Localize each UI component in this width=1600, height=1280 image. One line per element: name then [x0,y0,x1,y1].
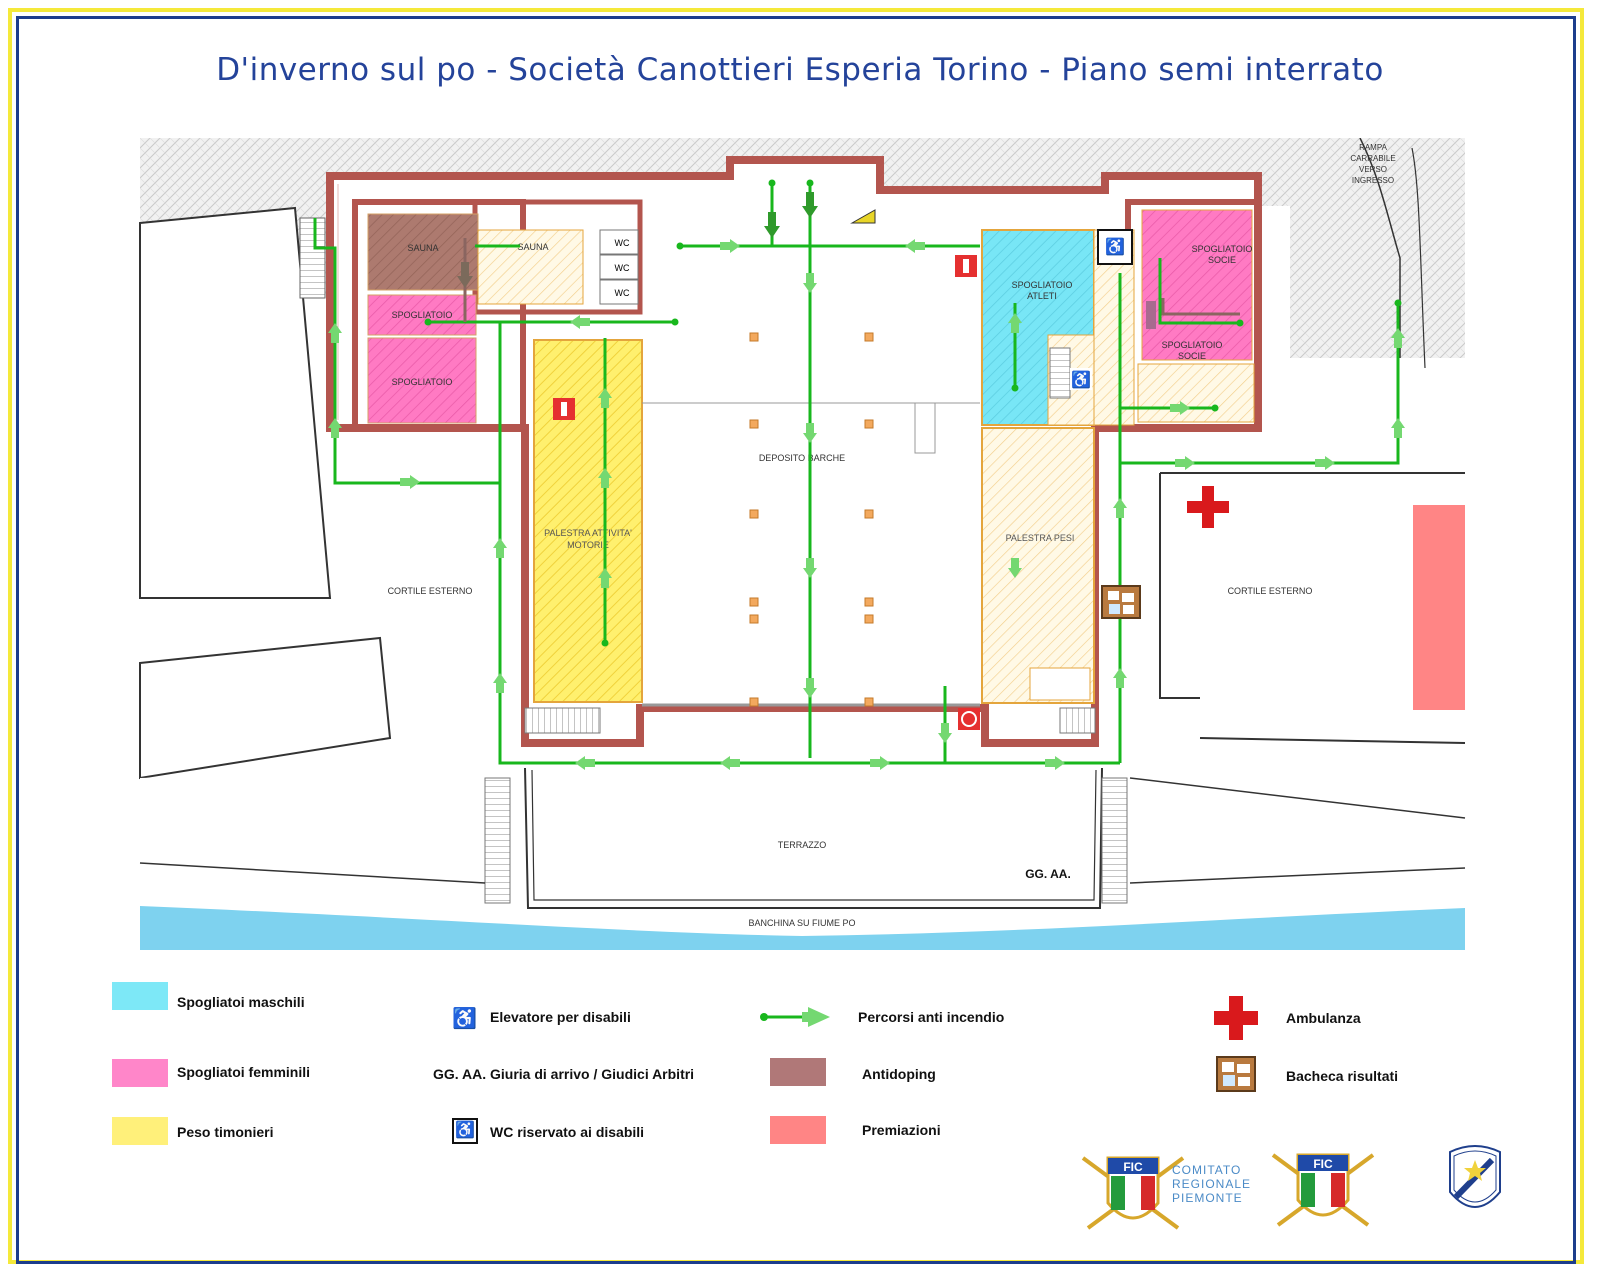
svg-text:PALESTRA ATTIVITA': PALESTRA ATTIVITA' [544,528,632,538]
room-spogliatoio-1 [367,294,477,336]
svg-text:GG. AA.: GG. AA. [1025,867,1071,881]
page-title: D'inverno sul po - Società Canottieri Es… [216,52,1384,88]
room-sauna [477,229,584,305]
legend-bacheca: Bacheca risultati [1286,1068,1399,1084]
legend-swatch-antidoping [770,1058,826,1086]
wheelchair-icon: ♿ [452,1008,477,1030]
legend-swatch-femminili [112,1059,168,1087]
svg-text:INGRESSO: INGRESSO [1352,176,1394,185]
svg-text:SOCIE: SOCIE [1178,351,1206,361]
results-board-legend-icon [1216,1056,1256,1092]
svg-text:TERRAZZO: TERRAZZO [778,840,827,850]
legend-ambulanza: Ambulanza [1286,1010,1361,1026]
esperia-logo [1449,1145,1501,1208]
svg-text:FIC: FIC [1123,1160,1143,1174]
legend-swatch-timonieri [112,1117,168,1145]
inner-frame [16,16,1576,1264]
legend-gg-aa-abbr: GG. AA. [433,1066,487,1082]
svg-text:CARRABILE: CARRABILE [1350,154,1395,163]
legend-giuria: Giuria di arrivo / Giudici Arbitri [490,1066,695,1082]
legend-wc-disabili: WC riservato ai disabili [490,1124,645,1140]
results-board-icon [1101,585,1141,619]
svg-text:SPOGLIATOIO: SPOGLIATOIO [392,310,453,320]
svg-text:CORTILE ESTERNO: CORTILE ESTERNO [388,586,473,596]
legend-swatch-premiazioni [770,1116,826,1144]
fire-extinguisher-icon [955,255,977,277]
svg-text:SAUNA: SAUNA [517,242,548,252]
fic-logo-comitato: FIC [1081,1156,1185,1230]
svg-text:SAUNA: SAUNA [407,243,438,253]
fire-hydrant-icon [958,708,980,730]
wc-disabled-legend-icon: ♿ [452,1118,478,1144]
room-palestra-motorie [533,339,643,703]
svg-text:FIC: FIC [1313,1157,1333,1171]
legend-premiazioni: Premiazioni [862,1122,941,1138]
svg-text:ATLETI: ATLETI [1027,291,1057,301]
room-palestra-pesi [981,427,1095,704]
svg-text:DEPOSITO BARCHE: DEPOSITO BARCHE [759,453,845,463]
svg-text:WC: WC [615,238,630,248]
legend-maschili: Spogliatoi maschili [177,994,305,1010]
svg-text:BANCHINA SU FIUME PO: BANCHINA SU FIUME PO [748,918,855,928]
svg-text:RAMPA: RAMPA [1359,143,1388,152]
comitato-text: COMITATO REGIONALE PIEMONTE [1172,1163,1252,1205]
svg-text:VERSO: VERSO [1359,165,1387,174]
svg-text:SPOGLIATOIO: SPOGLIATOIO [1192,244,1253,254]
legend-swatch-maschili [112,982,168,1010]
wc-disabled-icon: ♿ [1097,229,1133,265]
ambulance-legend-icon [1214,996,1258,1040]
svg-text:♿: ♿ [1071,370,1091,389]
room-spogliatoio-2 [367,337,477,424]
route-arrows [328,239,1405,770]
svg-text:WC: WC [615,288,630,298]
svg-text:CORTILE ESTERNO: CORTILE ESTERNO [1228,586,1313,596]
svg-text:SPOGLIATOIO: SPOGLIATOIO [392,377,453,387]
svg-text:MOTORIE: MOTORIE [567,540,609,550]
fire-route-legend-icon [760,1007,830,1027]
svg-text:♿: ♿ [1105,237,1125,256]
legend-timonieri: Peso timonieri [177,1124,274,1140]
legend-elevatore: Elevatore per disabili [490,1009,631,1025]
svg-text:PALESTRA PESI: PALESTRA PESI [1006,533,1075,543]
ambulance-icon [1187,486,1229,528]
floor-plan: SAUNA SAUNA SPOGLIATOIO SPOGLIATOIO WC W… [139,138,1466,950]
fire-extinguisher-icon [553,398,575,420]
legend-antidoping: Antidoping [862,1066,936,1082]
svg-text:WC: WC [615,263,630,273]
svg-text:SPOGLIATOIO: SPOGLIATOIO [1012,280,1073,290]
area-premiazioni [1413,505,1465,710]
legend-percorsi: Percorsi anti incendio [858,1009,1005,1025]
river-po [140,906,1465,950]
fic-logo: FIC [1271,1153,1375,1227]
svg-text:SOCIE: SOCIE [1208,255,1236,265]
svg-text:SPOGLIATOIO: SPOGLIATOIO [1162,340,1223,350]
elevator-icon: ♿ [1070,368,1092,390]
legend-femminili: Spogliatoi femminili [177,1064,311,1080]
